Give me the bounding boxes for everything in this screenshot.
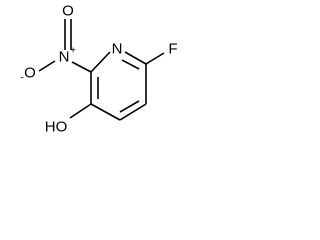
bond-c2-n1 [90,51,111,73]
bond-c4-c3 [90,103,121,121]
bond-c3-hydroxyl [69,103,92,119]
chemical-structure: N F HO N + O O - [20,3,177,136]
nitro-nitrogen-label: N [59,49,70,66]
nitro-oxygen-top-label: O [62,3,74,20]
nitro-oxygen-left-label: O [24,65,36,82]
bond-nitro-n-o-left [38,60,56,72]
bond-c5-c4-double [119,100,140,113]
bond-c2-nitro-n [71,61,92,73]
bond-n1-c6 [124,51,147,65]
bond-c5-c4 [119,103,147,121]
ring-nitrogen-label: N [112,41,123,58]
hydroxyl-label: HO [45,119,68,136]
bond-n1-c6-double [121,59,140,70]
nitro-oxygen-left-charge: - [20,73,23,84]
bond-c6-fluorine [145,52,165,65]
nitro-nitrogen-charge: + [70,46,76,57]
fluorine-label: F [168,41,177,58]
